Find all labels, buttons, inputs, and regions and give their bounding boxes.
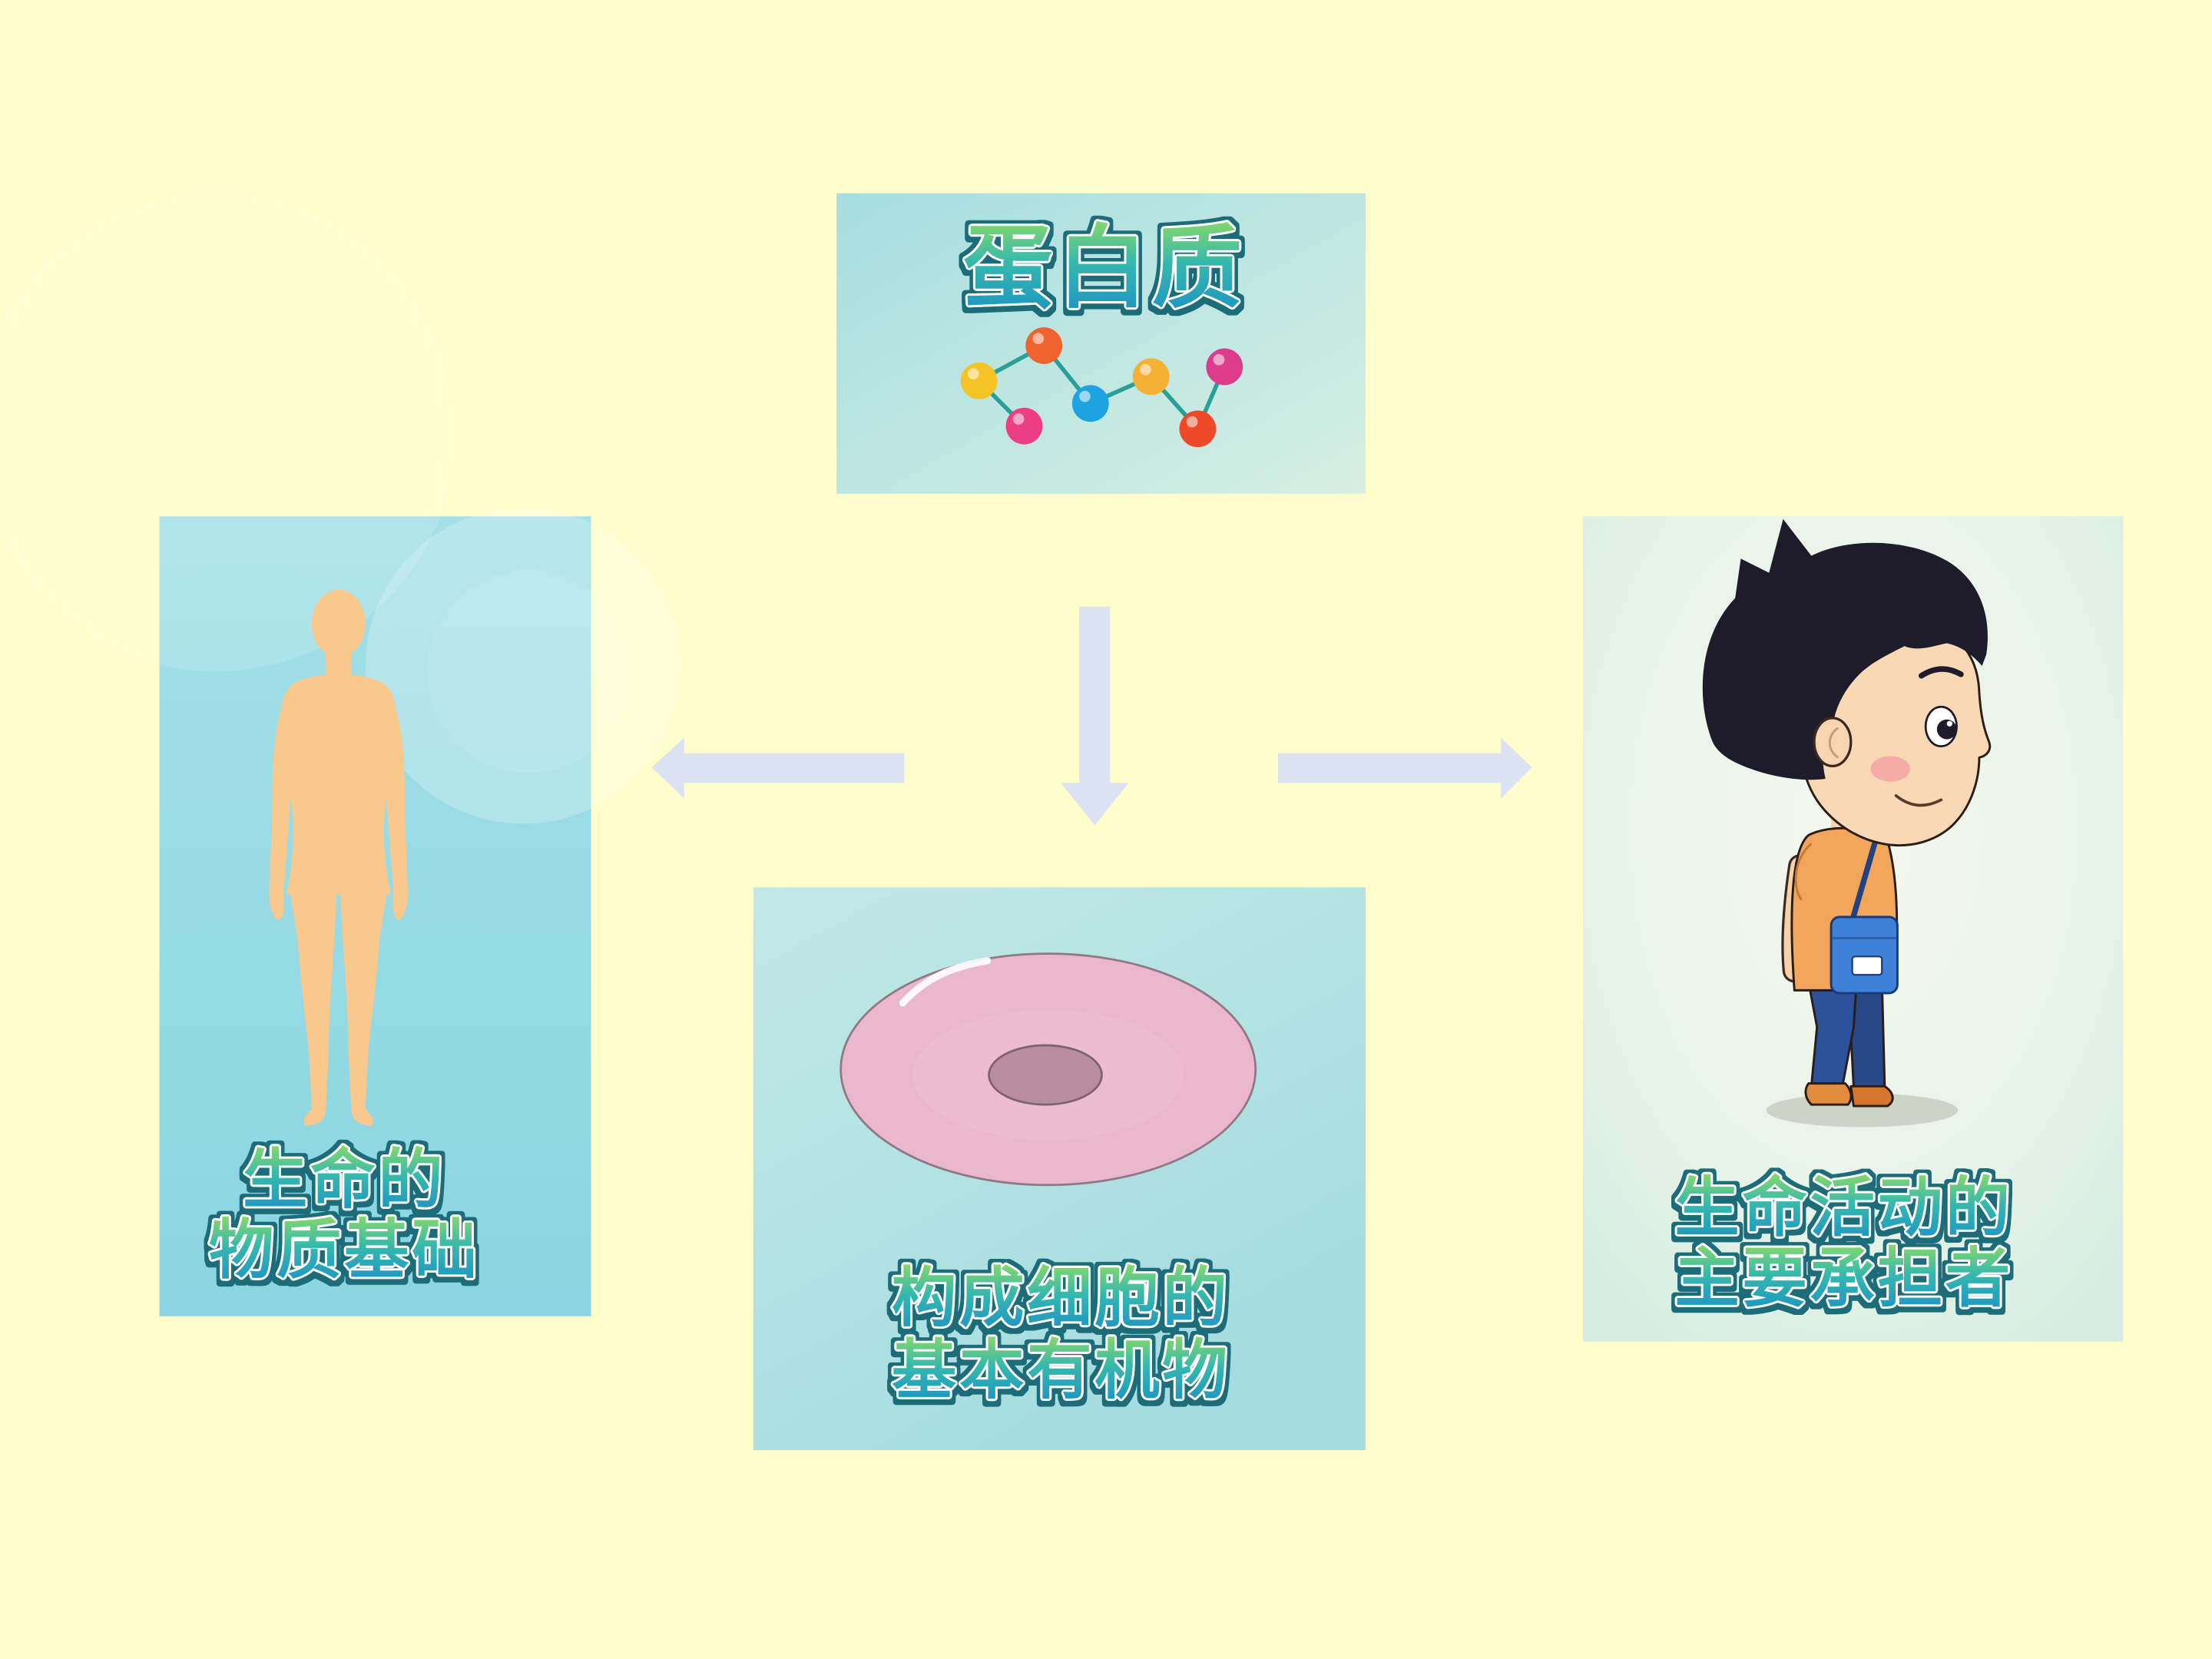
atom-highlight: [1012, 413, 1025, 425]
arrows: [651, 606, 1532, 826]
silhouette-left-arm: [269, 694, 298, 920]
boy-back-shoe: [1849, 1084, 1894, 1108]
arrow-left-icon: [651, 737, 905, 799]
life-activity-caption-line1: 生命活动的: [1674, 1171, 2013, 1246]
boy-ear-inner: [1828, 727, 1839, 759]
material-basis-panel: 生命的 物质基础: [0, 191, 682, 1316]
silhouette-right-leg: [339, 886, 389, 1126]
cell-component-panel: 构成细胞的 基本有机物: [753, 887, 1366, 1451]
boy-front-shoe: [1804, 1082, 1853, 1106]
boy-hair: [1702, 518, 1988, 780]
cell-component-caption-line1: 构成细胞的: [892, 1260, 1230, 1336]
silhouette-head: [311, 589, 366, 657]
molecule-chain-icon: [960, 327, 1243, 448]
boy-sleeve-line: [1794, 843, 1813, 901]
atom-amber: [1132, 358, 1170, 396]
silhouette-right-arm: [379, 694, 409, 920]
boy-ear: [1813, 717, 1853, 768]
atom-highlight: [1140, 363, 1151, 376]
arrow-down-icon: [1061, 606, 1129, 826]
boy-smile: [1894, 794, 1943, 807]
life-activity-caption-line2: 主要承担者: [1674, 1240, 2013, 1316]
boy-bag-label: [1851, 955, 1883, 976]
silhouette-left-leg: [289, 886, 337, 1126]
boy-pupil: [1936, 719, 1957, 740]
human-body-silhouette: [269, 589, 409, 1126]
cell-highlight: [899, 957, 992, 1007]
arrow-right-shaft: [1278, 753, 1503, 783]
atom-orange: [1025, 327, 1063, 364]
material-basis-caption-line2: 物质基础: [209, 1213, 480, 1288]
arrow-left-head: [651, 737, 684, 799]
atom-red: [1179, 410, 1217, 448]
atom-pink: [1005, 407, 1043, 445]
boy-eyebrow: [1918, 666, 1964, 679]
atom-blue: [1071, 385, 1109, 422]
arrow-right-icon: [1278, 737, 1532, 799]
boy-bag: [1830, 916, 1899, 995]
arrow-down-head: [1061, 783, 1129, 826]
atom-highlights: [968, 333, 1225, 428]
silhouette-torso: [280, 674, 396, 895]
cartoon-boy: [1702, 518, 1992, 1128]
protein-title: 蛋白质: [963, 215, 1247, 320]
cell-component-caption-line2: 基本有机物: [892, 1333, 1230, 1408]
protein-panel: 蛋白质: [836, 193, 1366, 494]
atom-highlight: [1079, 390, 1091, 402]
bubble: [0, 191, 456, 672]
atom-highlight: [1032, 333, 1045, 345]
material-basis-caption-line1: 生命的: [243, 1142, 445, 1217]
bubble: [365, 508, 682, 824]
atom-magenta: [1206, 348, 1243, 386]
protein-panel-background: [836, 193, 1366, 494]
boy-eye-highlight: [1946, 720, 1953, 727]
atom-yellow: [960, 363, 998, 399]
life-activity-panel: 生命活动的 主要承担者: [1582, 516, 2124, 1342]
bubble: [427, 570, 631, 773]
cell-nucleus: [988, 1044, 1103, 1106]
boy-bag-strap: [1848, 835, 1879, 929]
atom-highlight: [968, 368, 979, 380]
cell-illustration: [839, 952, 1257, 1187]
boy-blush: [1870, 756, 1910, 782]
arrow-right-head: [1501, 737, 1532, 799]
arrow-left-shaft: [682, 753, 905, 783]
atom-highlight: [1186, 416, 1198, 428]
atom-highlight: [1213, 354, 1225, 366]
arrow-down-shaft: [1079, 606, 1111, 785]
panel-bubbles: [0, 191, 682, 824]
